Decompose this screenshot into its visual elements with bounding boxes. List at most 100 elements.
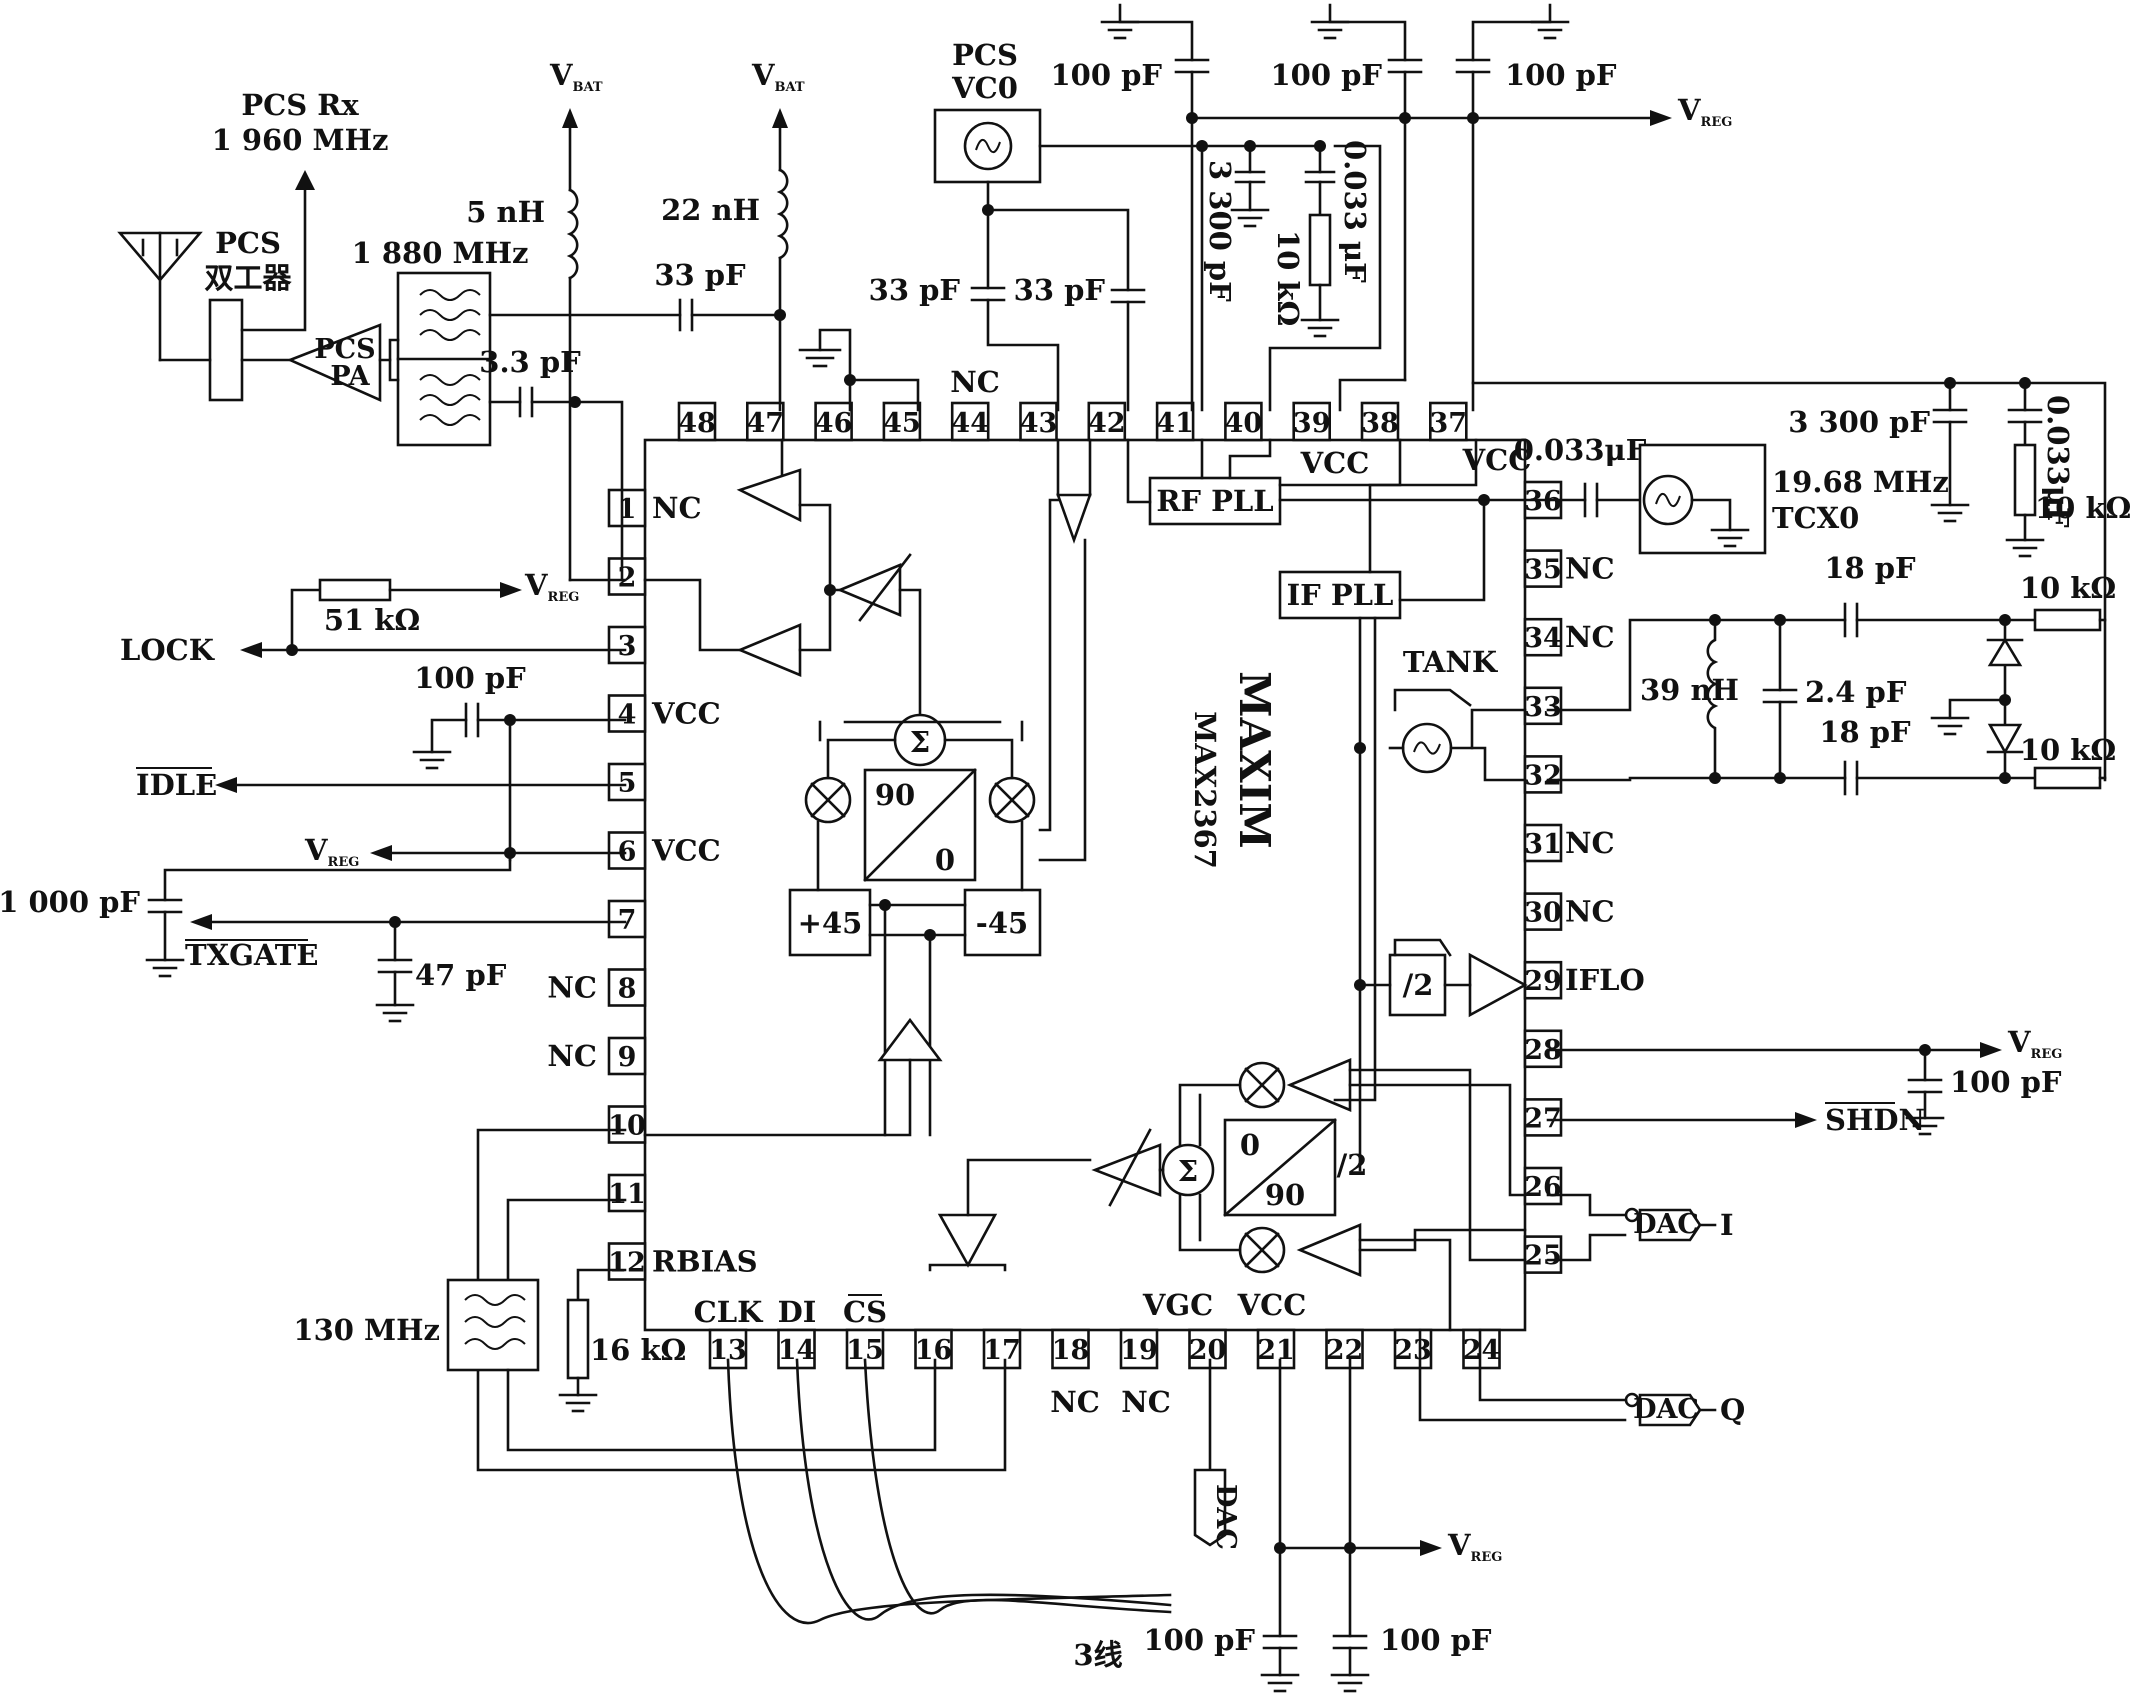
pin-number: 12 [608, 1248, 646, 1279]
vbat-1: VBAT [549, 58, 603, 95]
pin-3: 3 [607, 625, 647, 665]
r-16k: 16 kΩ [590, 1333, 686, 1367]
pin-number: 46 [815, 408, 853, 439]
c-3-3pf: 3.3 pF [479, 345, 581, 379]
rx-sigma-label: Σ [1178, 1154, 1199, 1188]
pin-number: 11 [608, 1179, 646, 1210]
vreg-51k: VREG [524, 568, 579, 605]
c-0033-tcxo: 0.033μF [1514, 433, 1647, 467]
c-100pf-p4: 100 pF [414, 661, 526, 695]
pin-20: 20 [1188, 1328, 1227, 1370]
c-18pf-a: 18 pF [1824, 551, 1916, 585]
pin-18: 18 [1051, 1328, 1090, 1370]
vbat-2: VBAT [751, 58, 805, 95]
dac-i [1638, 1208, 1702, 1242]
vcc-right-inner: VCC [1462, 443, 1532, 477]
pin-number: 21 [1257, 1335, 1295, 1366]
pcs-rx-label: PCS Rx [241, 88, 359, 122]
three-wire-bus [726, 1358, 1172, 1625]
dac-vgc [1193, 1468, 1227, 1547]
div2-rx: /2 [1337, 1148, 1368, 1182]
pin-number: 3 [618, 631, 637, 662]
duplexer [208, 298, 244, 402]
tx-ph-90: 90 [875, 778, 915, 812]
pin-43: 43 [1019, 401, 1058, 442]
r-10k-b: 10 kΩ [2020, 733, 2116, 767]
pin-number: 18 [1052, 1335, 1090, 1366]
pin-number: 43 [1020, 408, 1058, 439]
pin-25: 25 [1523, 1235, 1563, 1274]
pin-number: 45 [883, 408, 921, 439]
filt-130: 130 MHz [293, 1313, 440, 1347]
three-wire: 3线 [1073, 1638, 1122, 1672]
pcs-label-ant: PCS [215, 226, 281, 260]
filter-130 [446, 1278, 540, 1372]
plus45-label: +45 [798, 906, 863, 940]
pin-8: 8NC [547, 968, 647, 1007]
idle: IDLE [136, 768, 217, 802]
cap-3300pf-right [1930, 381, 1970, 523]
pin-label: NC [1565, 552, 1615, 586]
pin-number: 25 [1524, 1241, 1562, 1272]
rx-amp-43 [1056, 493, 1092, 544]
pin-number: 23 [1394, 1335, 1432, 1366]
rc-right [2005, 381, 2045, 558]
pin-label: IFLO [1565, 963, 1645, 997]
pin-number: 24 [1463, 1335, 1501, 1366]
if-pll-block [1278, 570, 1402, 620]
c-100pf-b1: 100 pF [1144, 1623, 1256, 1657]
pin-5: 5 [607, 762, 647, 802]
pin-number: 41 [1156, 408, 1194, 439]
pin-11: 11 [607, 1173, 647, 1213]
pin-number: 20 [1189, 1335, 1227, 1366]
c-100pf-b2: 100 pF [1380, 1623, 1492, 1657]
dac-vgc-label: DAC [1210, 1484, 1241, 1550]
pin-19: 19 [1119, 1328, 1159, 1370]
tx-mixer-right [988, 776, 1036, 824]
l-22nh: 22 nH [661, 193, 760, 227]
pin-label: NC [547, 1039, 597, 1073]
pin-number: 17 [983, 1335, 1021, 1366]
c-3300pf-r: 3 300 pF [1788, 405, 1930, 439]
pin-22: 22 [1325, 1328, 1364, 1370]
pcs-rx-freq: 1 960 MHz [212, 123, 389, 157]
rx-ph-0: 0 [1240, 1128, 1260, 1162]
dac-q [1638, 1393, 1702, 1427]
c-2-4pf: 2.4 pF [1805, 675, 1907, 709]
tcxo-label: TCX0 [1772, 501, 1859, 535]
pin-number: 39 [1293, 408, 1331, 439]
minus45-label: -45 [976, 906, 1028, 940]
pcs-pa [286, 323, 382, 403]
rx-amp-i [1286, 1058, 1352, 1112]
dac-i-label: DAC [1633, 1209, 1699, 1240]
tank-label: TANK [1403, 645, 1499, 679]
label-di: DI [778, 1295, 817, 1329]
pin-number: 2 [618, 563, 637, 594]
iflo-buffer [1468, 952, 1528, 1018]
pin-number: 8 [618, 974, 637, 1005]
c-100pf-t3: 100 pF [1505, 58, 1617, 92]
pin-number: 42 [1088, 408, 1126, 439]
pin-number: 9 [618, 1042, 637, 1073]
pin-label: NC [1565, 620, 1615, 654]
label-top-nc: NC [950, 365, 1000, 399]
pin-number: 1 [618, 494, 637, 525]
pin-number: 44 [951, 408, 989, 439]
pin-23: 23 [1393, 1328, 1433, 1370]
lock: LOCK [120, 633, 216, 667]
vcc-top-inner: VCC [1300, 446, 1370, 480]
pin-9: 9 NC [547, 1036, 647, 1076]
rx-ph-90: 90 [1265, 1178, 1305, 1212]
pin-32: 32 [1523, 755, 1563, 794]
pin-number: 30 [1524, 898, 1562, 929]
pin-number: 40 [1225, 408, 1263, 439]
